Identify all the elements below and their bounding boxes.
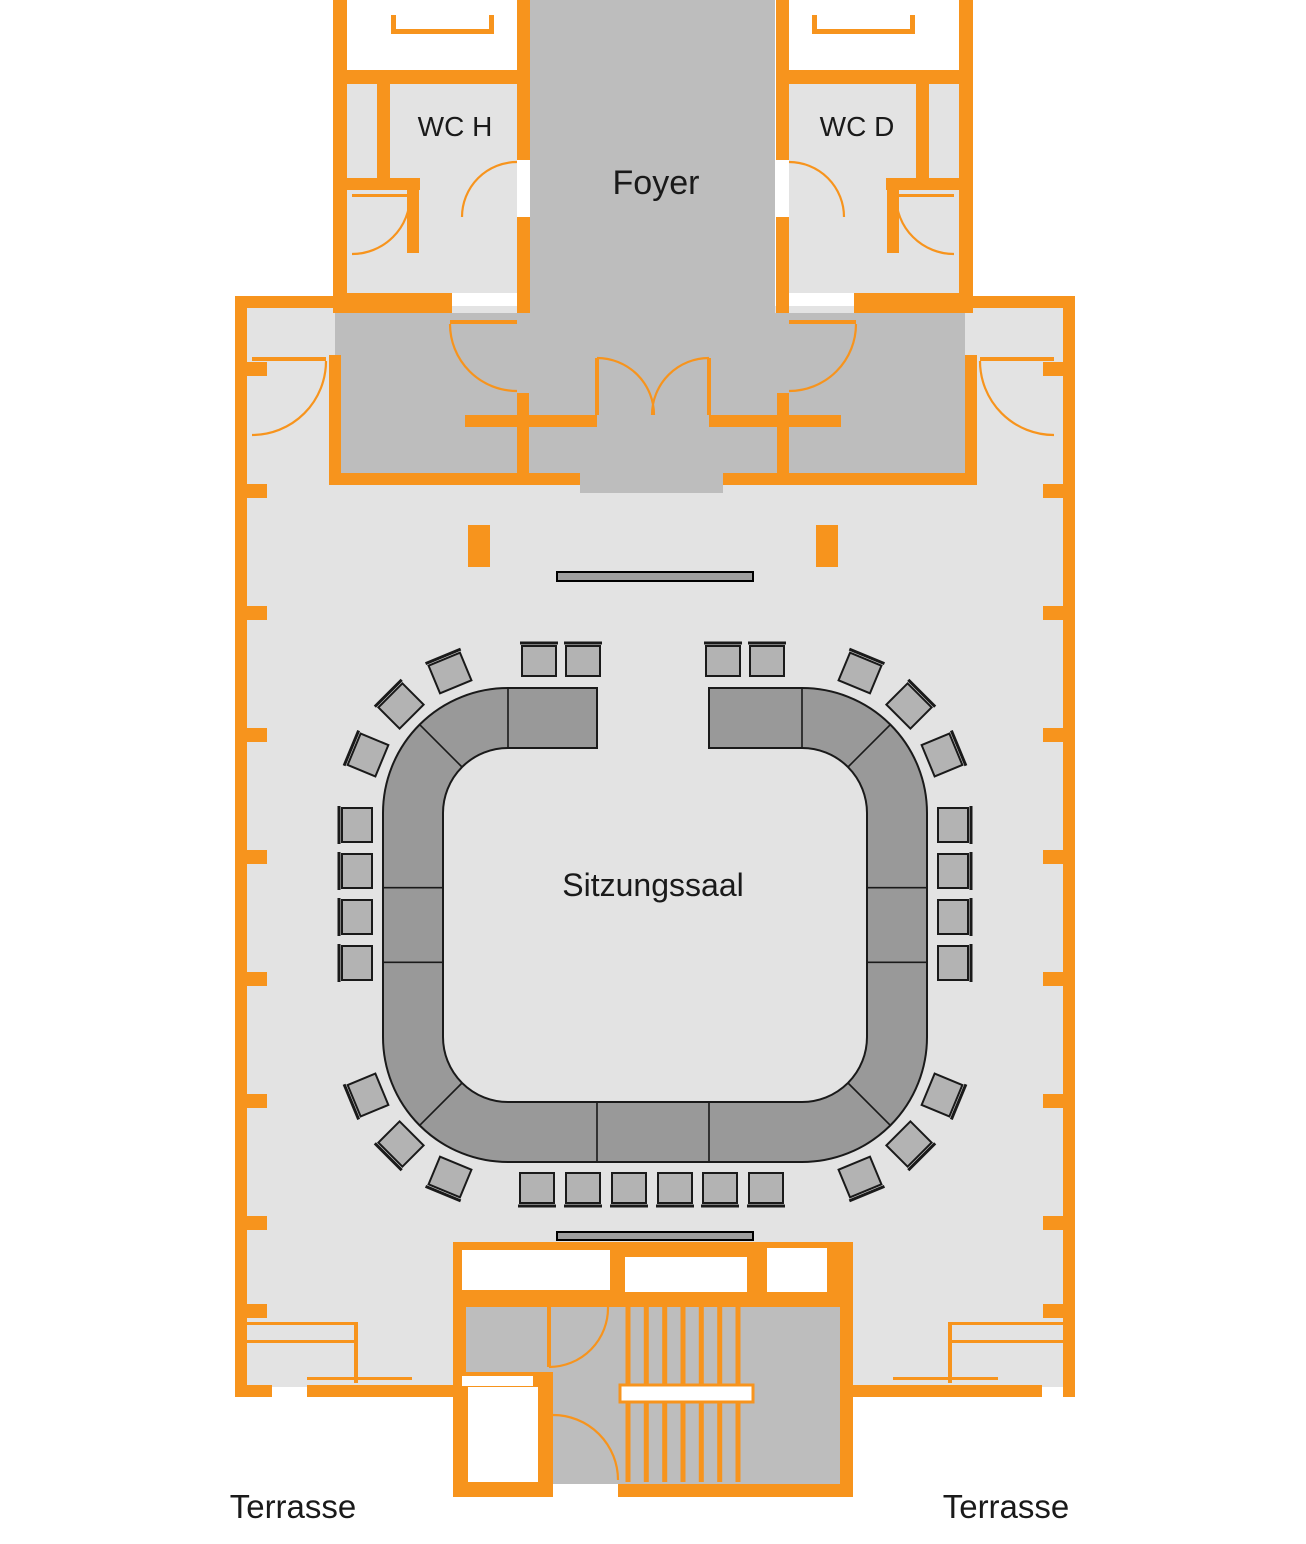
- chair-back: [342, 729, 361, 767]
- door-arcs: [251, 160, 1055, 1481]
- chair: [937, 852, 973, 890]
- chair-back: [907, 678, 937, 708]
- chair: [337, 898, 373, 936]
- chair-seat: [837, 651, 883, 695]
- chair-back: [949, 1083, 968, 1121]
- wc-women-label: WC D: [820, 111, 895, 142]
- conference-table: [382, 687, 928, 1163]
- chair-seat: [346, 1072, 390, 1118]
- wc-men-label: WC H: [418, 111, 493, 142]
- chairs-layer: [337, 641, 973, 1208]
- chair: [424, 647, 473, 695]
- stair-room-right: [767, 1248, 827, 1292]
- chair: [337, 852, 373, 890]
- chair: [424, 1155, 473, 1203]
- chair: [337, 944, 373, 982]
- sideboard-top: [556, 571, 754, 582]
- chair-seat: [702, 1172, 738, 1204]
- chair: [937, 898, 973, 936]
- chair-back: [373, 1142, 403, 1172]
- stair-landing: [618, 1383, 755, 1404]
- stair-room-left: [462, 1250, 610, 1290]
- chair-back: [342, 1083, 361, 1121]
- chair: [342, 729, 390, 778]
- chair-seat: [937, 853, 969, 889]
- chair-back: [424, 647, 462, 666]
- chair: [373, 1119, 426, 1172]
- chair: [373, 678, 426, 731]
- chair-back: [949, 729, 968, 767]
- chair-seat: [748, 1172, 784, 1204]
- chair: [342, 1072, 390, 1121]
- stair-room-center: [625, 1257, 747, 1292]
- chair-seat: [519, 1172, 555, 1204]
- chair-back: [424, 1184, 462, 1203]
- chair-seat: [657, 1172, 693, 1204]
- chair: [564, 641, 602, 677]
- table-ring: [382, 687, 928, 1163]
- chair-seat: [376, 1119, 426, 1169]
- chair: [701, 1172, 739, 1208]
- chair: [884, 1119, 937, 1172]
- chair-seat: [341, 807, 373, 843]
- chair: [518, 1172, 556, 1208]
- chair-seat: [341, 945, 373, 981]
- chair-seat: [705, 645, 741, 677]
- chair: [704, 641, 742, 677]
- terrace-right-label: Terrasse: [943, 1488, 1070, 1525]
- chair-seat: [346, 732, 390, 778]
- chair: [837, 647, 886, 695]
- stair-block-rooms: [462, 1248, 827, 1482]
- elevator-door-slit: [462, 1376, 533, 1386]
- chair-back: [848, 1184, 886, 1203]
- chair-seat: [837, 1155, 883, 1199]
- room-labels: Foyer WC H WC D Sitzungssaal Terrasse Te…: [230, 111, 1070, 1525]
- chair: [747, 1172, 785, 1208]
- chair-seat: [427, 1155, 473, 1199]
- terrace-left-label: Terrasse: [230, 1488, 357, 1525]
- chair-seat: [341, 899, 373, 935]
- chair-seat: [937, 899, 969, 935]
- chair: [937, 944, 973, 982]
- chair-back: [373, 678, 403, 708]
- foyer-label: Foyer: [613, 164, 700, 202]
- chair-seat: [376, 681, 426, 731]
- chair-back: [907, 1142, 937, 1172]
- chair: [884, 678, 937, 731]
- chair-seat: [341, 853, 373, 889]
- chair-seat: [884, 681, 934, 731]
- chair-seat: [611, 1172, 647, 1204]
- chair: [837, 1155, 886, 1203]
- chair: [748, 641, 786, 677]
- chair-seat: [565, 645, 601, 677]
- chair-seat: [427, 651, 473, 695]
- chair: [610, 1172, 648, 1208]
- chair-seat: [565, 1172, 601, 1204]
- chair-seat: [749, 645, 785, 677]
- elevator-shaft: [468, 1387, 538, 1482]
- chair-seat: [937, 945, 969, 981]
- chair: [656, 1172, 694, 1208]
- chair-seat: [920, 1072, 964, 1118]
- chair-seat: [884, 1119, 934, 1169]
- entrance-passage-floor: [580, 313, 723, 493]
- chair-seat: [521, 645, 557, 677]
- chair-back: [848, 647, 886, 666]
- chair-seat: [937, 807, 969, 843]
- chair: [920, 729, 968, 778]
- chair: [337, 806, 373, 844]
- chair: [520, 641, 558, 677]
- chair-seat: [920, 732, 964, 778]
- chair: [564, 1172, 602, 1208]
- table-segment-dividers: [383, 688, 927, 1162]
- hall-label: Sitzungssaal: [562, 867, 743, 903]
- chair: [920, 1072, 968, 1121]
- staircase: [618, 1307, 755, 1482]
- chair: [937, 806, 973, 844]
- sideboard-bottom: [556, 1231, 754, 1241]
